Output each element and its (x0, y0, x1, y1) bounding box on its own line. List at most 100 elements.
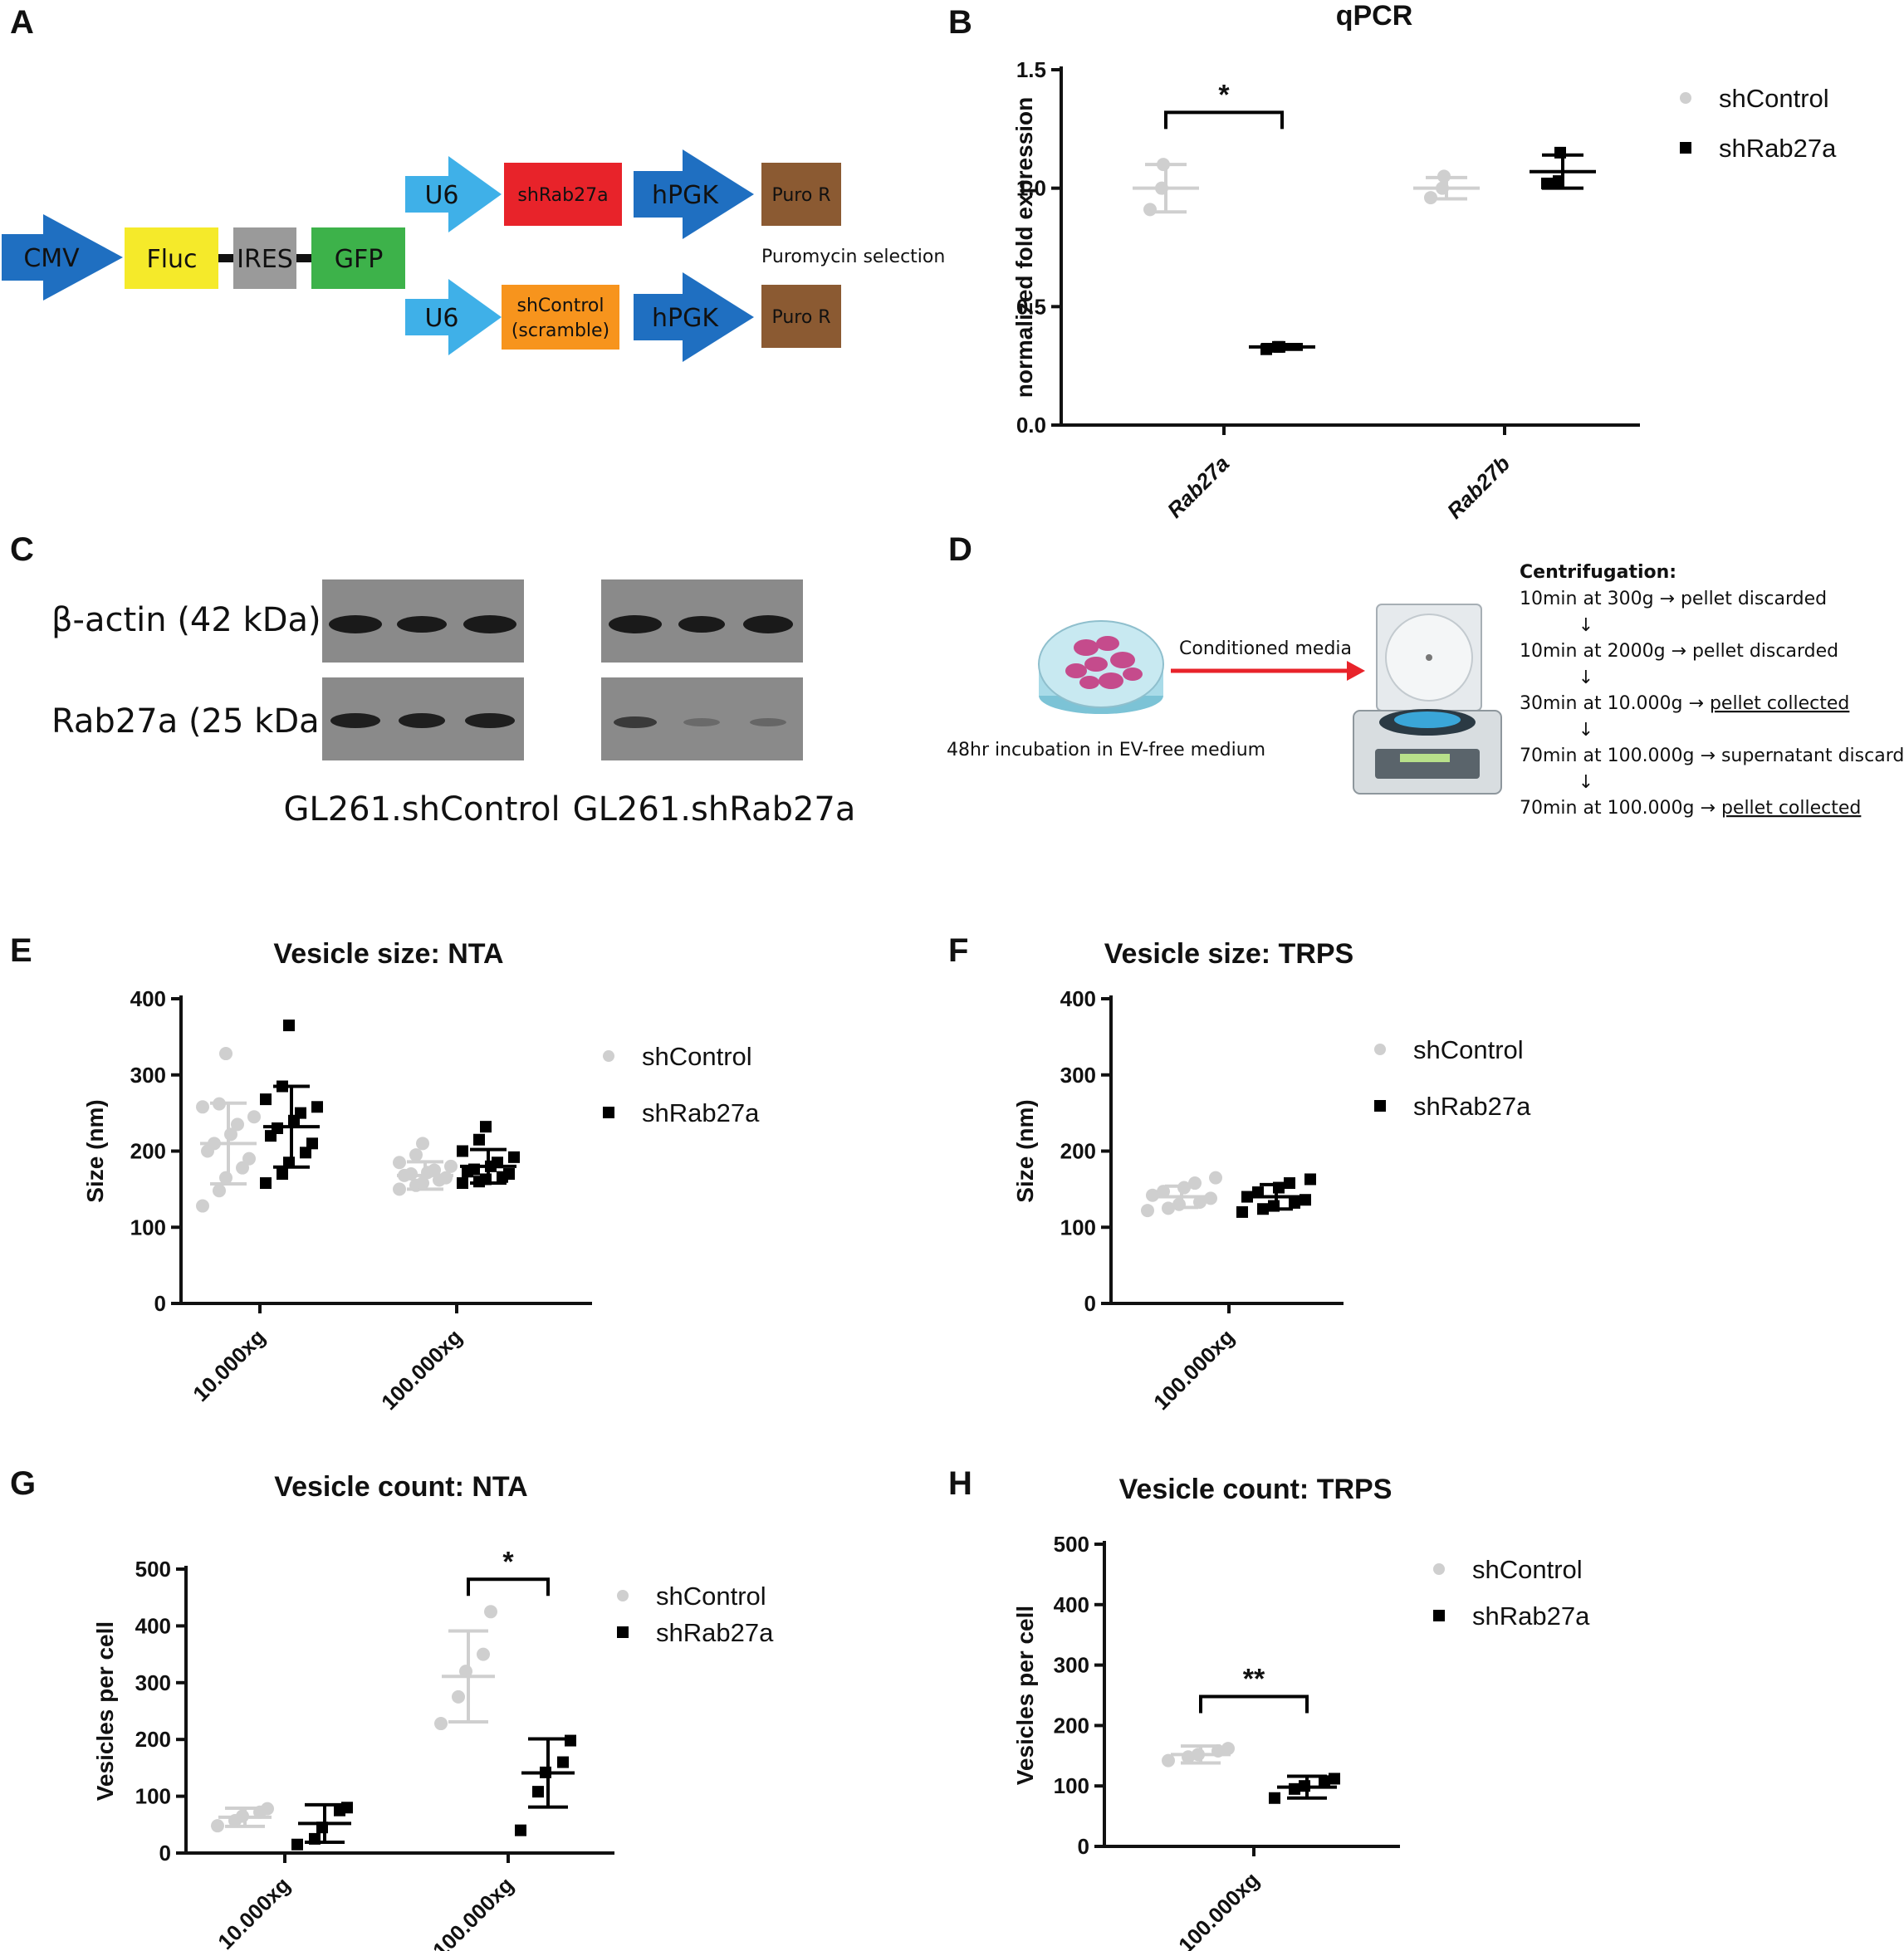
y-tick-label: 100 (1060, 1215, 1096, 1240)
x-tick-label: 10.000xg (213, 1872, 295, 1951)
data-point (393, 1182, 406, 1196)
chart-title: Vesicle count: NTA (274, 1471, 527, 1503)
panel-a-construct-diagram: CMV Fluc IRES GFP U6 shRab27a hPGK Puro … (2, 149, 945, 362)
data-point (1541, 177, 1553, 189)
data-point (1304, 1173, 1316, 1186)
data-point (1209, 1171, 1222, 1185)
data-point (416, 1176, 429, 1191)
legend-marker (1680, 142, 1691, 154)
legend-label: shRab27a (1719, 134, 1837, 163)
hpgk-top-label: hPGK (652, 181, 719, 210)
data-point (309, 1832, 321, 1845)
data-point (1284, 1177, 1295, 1190)
significance-label: * (1218, 79, 1230, 110)
y-tick-label: 100 (135, 1784, 171, 1809)
data-point (1193, 1195, 1207, 1209)
data-point (477, 1647, 490, 1661)
significance-label: ** (1243, 1663, 1265, 1694)
cmv-label: CMV (23, 244, 80, 273)
chart-h-vesicle-count-trps: Vesicle count: TRPS0100200300400500Vesic… (1012, 1474, 1590, 1951)
data-point (1221, 1742, 1235, 1756)
band (397, 616, 447, 633)
y-tick-label: 400 (1060, 986, 1096, 1011)
data-point (473, 1133, 485, 1146)
puro-top-label: Puro R (771, 185, 830, 206)
legend-label: shControl (656, 1582, 766, 1611)
data-point (311, 1101, 323, 1113)
band (614, 716, 657, 728)
protocol-step-outcome: pellet discarded (1692, 641, 1838, 662)
data-point (434, 1717, 448, 1731)
data-point (316, 1821, 328, 1834)
y-axis-label: normalized fold expression (1011, 97, 1037, 399)
protocol-step-outcome: pellet collected (1710, 693, 1849, 714)
data-point (1241, 1191, 1253, 1203)
y-tick-label: 500 (1054, 1532, 1089, 1557)
data-point (1143, 203, 1157, 217)
y-axis-label: Vesicles per cell (92, 1621, 118, 1801)
legend-marker (1433, 1610, 1445, 1621)
band (683, 718, 720, 726)
legend-marker (603, 1050, 614, 1062)
protocol-step-arrow: ↓ (1579, 667, 1593, 688)
data-point (404, 1167, 418, 1181)
significance-bracket (467, 1577, 550, 1596)
data-point (272, 1122, 283, 1134)
centrifuge-icon (1353, 604, 1502, 795)
data-point (503, 1168, 515, 1181)
blot-label-beta-actin: β-actin (42 kDa) (51, 601, 321, 639)
puro-bottom-label: Puro R (771, 307, 830, 328)
data-point (231, 1117, 244, 1132)
conditioned-media-label: Conditioned media (1179, 638, 1352, 659)
shcontrol-box (502, 285, 619, 350)
protocol-step-action: 10min at 2000g → (1520, 641, 1692, 662)
data-point (532, 1786, 544, 1798)
data-point (1289, 1196, 1300, 1209)
data-point (283, 1156, 295, 1169)
data-point (196, 1199, 209, 1213)
y-tick-label: 500 (135, 1557, 171, 1582)
data-point (291, 1838, 303, 1851)
u6-bottom-label: U6 (424, 304, 458, 333)
protocol-step: 70min at 100.000g → supernatant discarde… (1520, 746, 1904, 766)
legend-label: shControl (1472, 1555, 1583, 1584)
protocol-title: Centrifugation: (1520, 562, 1676, 583)
y-axis-label: Size (nm) (82, 1099, 108, 1202)
significance-bracket (1164, 110, 1284, 130)
y-tick-label: 400 (135, 1613, 171, 1638)
ires-label: IRES (237, 245, 293, 274)
legend-marker (1433, 1563, 1445, 1575)
gfp-label: GFP (335, 245, 384, 274)
legend-marker (617, 1590, 629, 1601)
band (465, 713, 515, 728)
data-point (540, 1766, 551, 1778)
protocol-step-arrow: ↓ (1579, 720, 1593, 741)
data-point (1273, 1181, 1285, 1194)
panel-d-protocol: 48hr incubation in EV-free medium Condit… (947, 562, 1904, 819)
y-tick-label: 200 (1060, 1139, 1096, 1164)
legend-label: shRab27a (1413, 1092, 1531, 1121)
data-point (1554, 146, 1566, 159)
data-point (1437, 169, 1451, 183)
data-point (1141, 1204, 1154, 1218)
y-tick-label: 1.5 (1016, 57, 1046, 82)
band (399, 713, 445, 728)
x-tick-label: Rab27a (1162, 451, 1235, 523)
protocol-step-outcome: pellet collected (1721, 798, 1861, 819)
y-tick-label: 1.0 (1016, 176, 1046, 201)
data-point (1204, 1191, 1217, 1205)
data-point (1299, 1780, 1310, 1792)
protocol-steps: 10min at 300g → pellet discarded↓10min a… (1520, 589, 1904, 819)
protocol-step-action: 70min at 100.000g → (1520, 746, 1721, 766)
y-tick-label: 0.5 (1016, 294, 1046, 319)
data-point (219, 1171, 232, 1185)
protocol-step: 30min at 10.000g → pellet collected (1520, 693, 1849, 714)
data-point (1157, 158, 1170, 172)
gfp-box (311, 227, 405, 289)
data-point (1300, 1194, 1311, 1206)
fluc-box (125, 227, 218, 289)
data-point (242, 1152, 256, 1166)
data-point (557, 1756, 569, 1768)
